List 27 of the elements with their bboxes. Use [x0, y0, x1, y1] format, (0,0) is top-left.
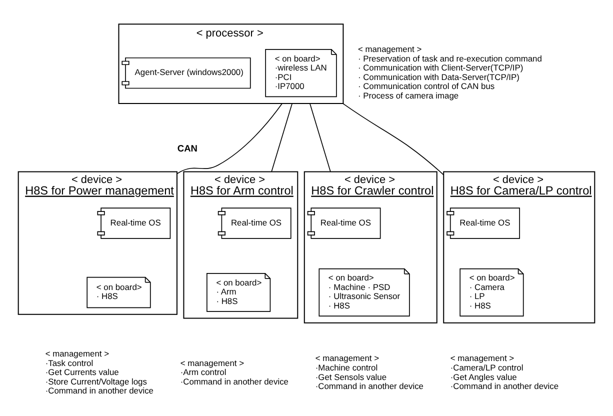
- node-label: ·Camera/LP control: [450, 362, 524, 372]
- node-label: ·Machine control: [315, 362, 378, 372]
- connector: [342, 102, 444, 175]
- node-label: < management >: [358, 43, 422, 54]
- node-label: ·Command in another device: [45, 385, 154, 396]
- node-label: < management >: [45, 348, 110, 358]
- node-label: ·Command in another device: [450, 380, 559, 391]
- node-label: < management >: [450, 352, 514, 363]
- node-label: · Communication control of CAN bus: [358, 80, 495, 91]
- connector: [176, 102, 283, 174]
- node-label: < management >: [180, 357, 244, 368]
- node-label: ·Task control: [45, 357, 94, 368]
- node-label: · Preservation of task and re-execution command: [358, 52, 542, 63]
- node-label: ·Get Sensols value: [315, 371, 387, 382]
- connector: [309, 102, 331, 172]
- node-label: ·Get Angles value: [450, 371, 517, 382]
- node-label: < management >: [315, 352, 380, 363]
- node-label: ·Arm control: [180, 366, 226, 377]
- connector: [271, 102, 293, 172]
- node-label: · Process of camera image: [358, 90, 459, 100]
- node-label: ·Store Current/Voltage logs: [45, 376, 147, 386]
- node-label: · Communication with Data-Server(TCP/IP): [358, 71, 520, 82]
- node-label: ·Command in another device: [180, 376, 288, 386]
- node-label: · Communication with Client-Server(TCP/IP): [358, 62, 524, 72]
- label: CAN: [177, 142, 198, 153]
- node-label: ·Command in another device: [315, 380, 424, 391]
- node-label: ·Get Currents value: [45, 366, 119, 377]
